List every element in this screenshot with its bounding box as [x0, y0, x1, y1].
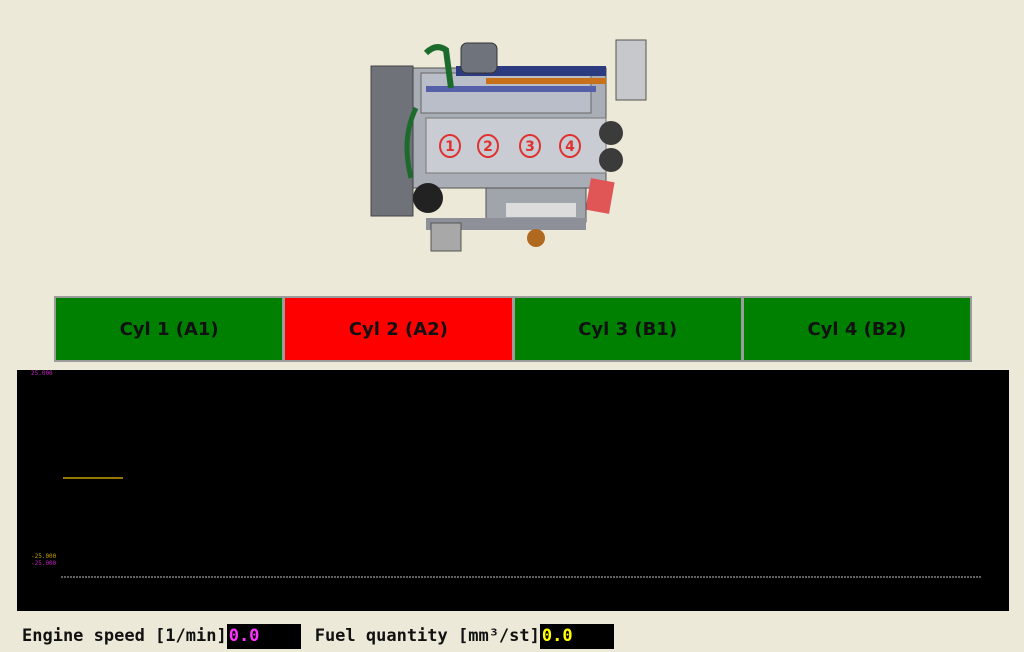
- engine-image: 1 2 3 4: [366, 38, 658, 256]
- cyl-marker-3: 3: [525, 139, 535, 155]
- scope-y-min-label-magenta: -25.000: [31, 560, 57, 567]
- cyl-marker-1: 1: [445, 139, 455, 155]
- cyl-1-button[interactable]: Cyl 1 (A1): [54, 296, 285, 362]
- oscilloscope-display: 25.000 -25.000 -25.000: [17, 370, 1009, 611]
- cyl-marker-2: 2: [483, 139, 493, 155]
- scope-plot: [61, 477, 981, 578]
- engine-speed-label: Engine speed [1/min]: [22, 626, 227, 646]
- readout-bar: Engine speed [1/min] 0.0 Fuel quantity […: [22, 622, 614, 650]
- engine-diagram-icon: 1 2 3 4: [370, 39, 647, 252]
- scope-y-min-label-yellow: -25.000: [31, 553, 57, 560]
- cyl-2-button[interactable]: Cyl 2 (A2): [284, 296, 514, 362]
- engine-speed-value: 0.0: [226, 623, 301, 649]
- fuel-quantity-label: Fuel quantity [mm³/st]: [314, 626, 540, 646]
- fuel-quantity-value: 0.0: [539, 623, 614, 649]
- cyl-marker-4: 4: [565, 139, 575, 155]
- cylinder-selector: Cyl 1 (A1) Cyl 2 (A2) Cyl 3 (B1) Cyl 4 (…: [54, 296, 972, 362]
- cyl-4-button[interactable]: Cyl 4 (B2): [742, 296, 972, 362]
- scope-y-max-label: 25.000: [31, 370, 53, 377]
- cyl-3-button[interactable]: Cyl 3 (B1): [513, 296, 743, 362]
